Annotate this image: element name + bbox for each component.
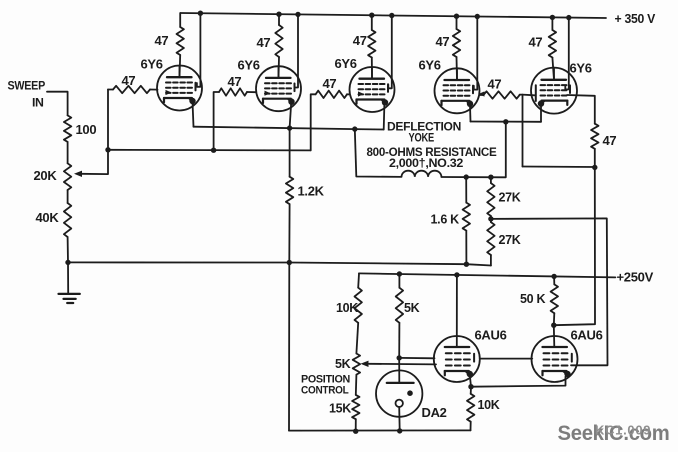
svg-text:47: 47: [529, 34, 543, 49]
svg-text:47: 47: [323, 76, 337, 91]
svg-text:SeekIC.com: SeekIC.com: [558, 421, 670, 445]
svg-text:1.2K: 1.2K: [298, 184, 325, 199]
svg-text:47: 47: [228, 74, 242, 89]
svg-text:1.6 K: 1.6 K: [431, 213, 460, 227]
svg-text:SWEEP: SWEEP: [8, 79, 46, 93]
svg-text:+250V: +250V: [617, 271, 654, 285]
svg-text:27K: 27K: [499, 191, 521, 205]
svg-text:5K: 5K: [335, 357, 351, 371]
svg-text:KC1.009: KC1.009: [595, 423, 651, 438]
svg-text:2,000†,NO.32: 2,000†,NO.32: [389, 156, 464, 170]
svg-text:6Y6: 6Y6: [335, 56, 357, 71]
svg-text:6Y6: 6Y6: [419, 58, 441, 73]
svg-text:6Y6: 6Y6: [570, 61, 592, 76]
svg-text:+ 350 V: + 350 V: [615, 12, 656, 26]
svg-text:47: 47: [257, 35, 271, 50]
svg-text:27K: 27K: [499, 233, 521, 247]
svg-text:IN: IN: [32, 96, 44, 110]
svg-text:800-OHMS RESISTANCE: 800-OHMS RESISTANCE: [367, 145, 497, 159]
svg-text:YOKE: YOKE: [409, 131, 435, 145]
svg-text:100: 100: [76, 122, 97, 137]
svg-text:6Y6: 6Y6: [141, 57, 163, 72]
svg-text:DA2: DA2: [422, 405, 447, 420]
svg-text:50 K: 50 K: [520, 292, 545, 306]
svg-text:POSITION: POSITION: [301, 374, 350, 386]
svg-text:5K: 5K: [404, 301, 420, 315]
svg-text:10K: 10K: [336, 301, 358, 315]
svg-text:20K: 20K: [34, 168, 58, 183]
svg-text:47: 47: [353, 33, 367, 48]
svg-text:10K: 10K: [478, 398, 500, 412]
svg-text:40K: 40K: [36, 210, 60, 225]
svg-text:CONTROL: CONTROL: [301, 385, 349, 397]
svg-text:47: 47: [122, 73, 136, 88]
svg-text:47: 47: [488, 77, 502, 92]
svg-text:47: 47: [155, 33, 169, 48]
svg-text:15K: 15K: [329, 402, 351, 416]
svg-text:47: 47: [436, 34, 450, 49]
svg-text:6AU6: 6AU6: [571, 328, 603, 343]
svg-text:DEFLECTION: DEFLECTION: [387, 120, 461, 134]
svg-text:47: 47: [603, 133, 617, 148]
svg-text:6Y6: 6Y6: [238, 58, 260, 73]
svg-text:6AU6: 6AU6: [475, 328, 507, 343]
